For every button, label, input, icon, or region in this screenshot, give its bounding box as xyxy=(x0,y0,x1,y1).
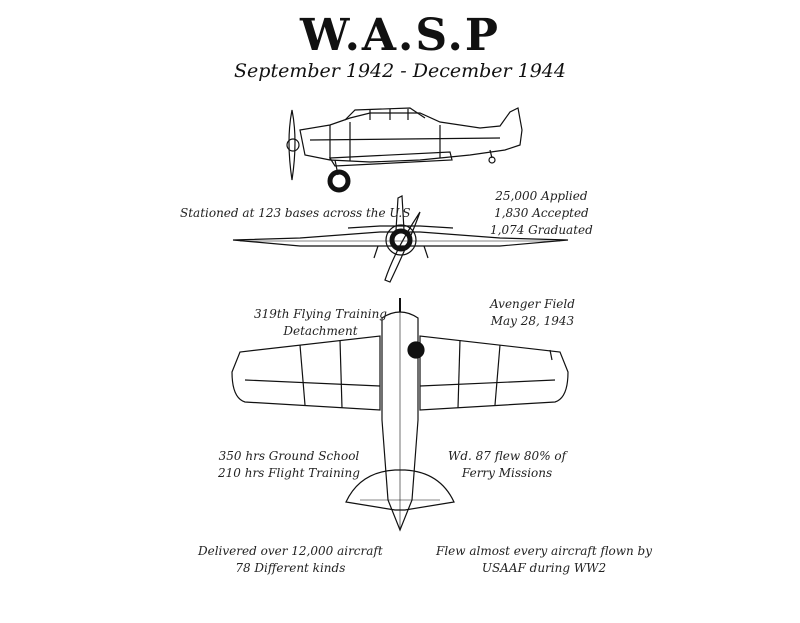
note-stationed: Stationed at 123 bases across the U.S xyxy=(180,206,411,220)
note-applied-line: 1,830 Accepted xyxy=(494,206,589,220)
note-training: 350 hrs Ground School 210 hrs Flight Tra… xyxy=(218,448,360,482)
note-ferry-line: Ferry Missions xyxy=(461,466,553,480)
note-flew-line: USAAF during WW2 xyxy=(481,561,607,575)
note-detachment-line: Detachment xyxy=(283,324,358,338)
note-ferry: Wd. 87 flew 80% of Ferry Missions xyxy=(448,448,566,482)
note-training-line: 210 hrs Flight Training xyxy=(218,466,360,480)
page-title: W.A.S.P xyxy=(300,10,500,61)
note-field-line: May 28, 1943 xyxy=(490,314,575,328)
note-applied-line: 25,000 Applied xyxy=(495,189,588,203)
note-flew: Flew almost every aircraft flown by USAA… xyxy=(436,543,652,577)
note-applied-line: 1,074 Graduated xyxy=(490,223,593,237)
note-detachment: 319th Flying Training Detachment xyxy=(254,306,387,340)
note-applied: 25,000 Applied 1,830 Accepted 1,074 Grad… xyxy=(490,188,593,239)
front-view-aircraft xyxy=(232,195,569,283)
note-training-line: 350 hrs Ground School xyxy=(218,449,360,463)
note-field-line: Avenger Field xyxy=(490,297,575,311)
note-delivered: Delivered over 12,000 aircraft 78 Differ… xyxy=(198,543,383,577)
note-ferry-line: Wd. 87 flew 80% of xyxy=(448,449,567,463)
side-view-aircraft xyxy=(286,107,523,193)
note-flew-line: Flew almost every aircraft flown by xyxy=(436,544,652,558)
page-subtitle: September 1942 - December 1944 xyxy=(234,60,566,82)
note-delivered-line: Delivered over 12,000 aircraft xyxy=(198,544,383,558)
note-field: Avenger Field May 28, 1943 xyxy=(490,296,575,330)
note-delivered-line: 78 Different kinds xyxy=(235,561,346,575)
note-detachment-line: 319th Flying Training xyxy=(254,307,387,321)
top-view-aircraft xyxy=(231,298,569,532)
